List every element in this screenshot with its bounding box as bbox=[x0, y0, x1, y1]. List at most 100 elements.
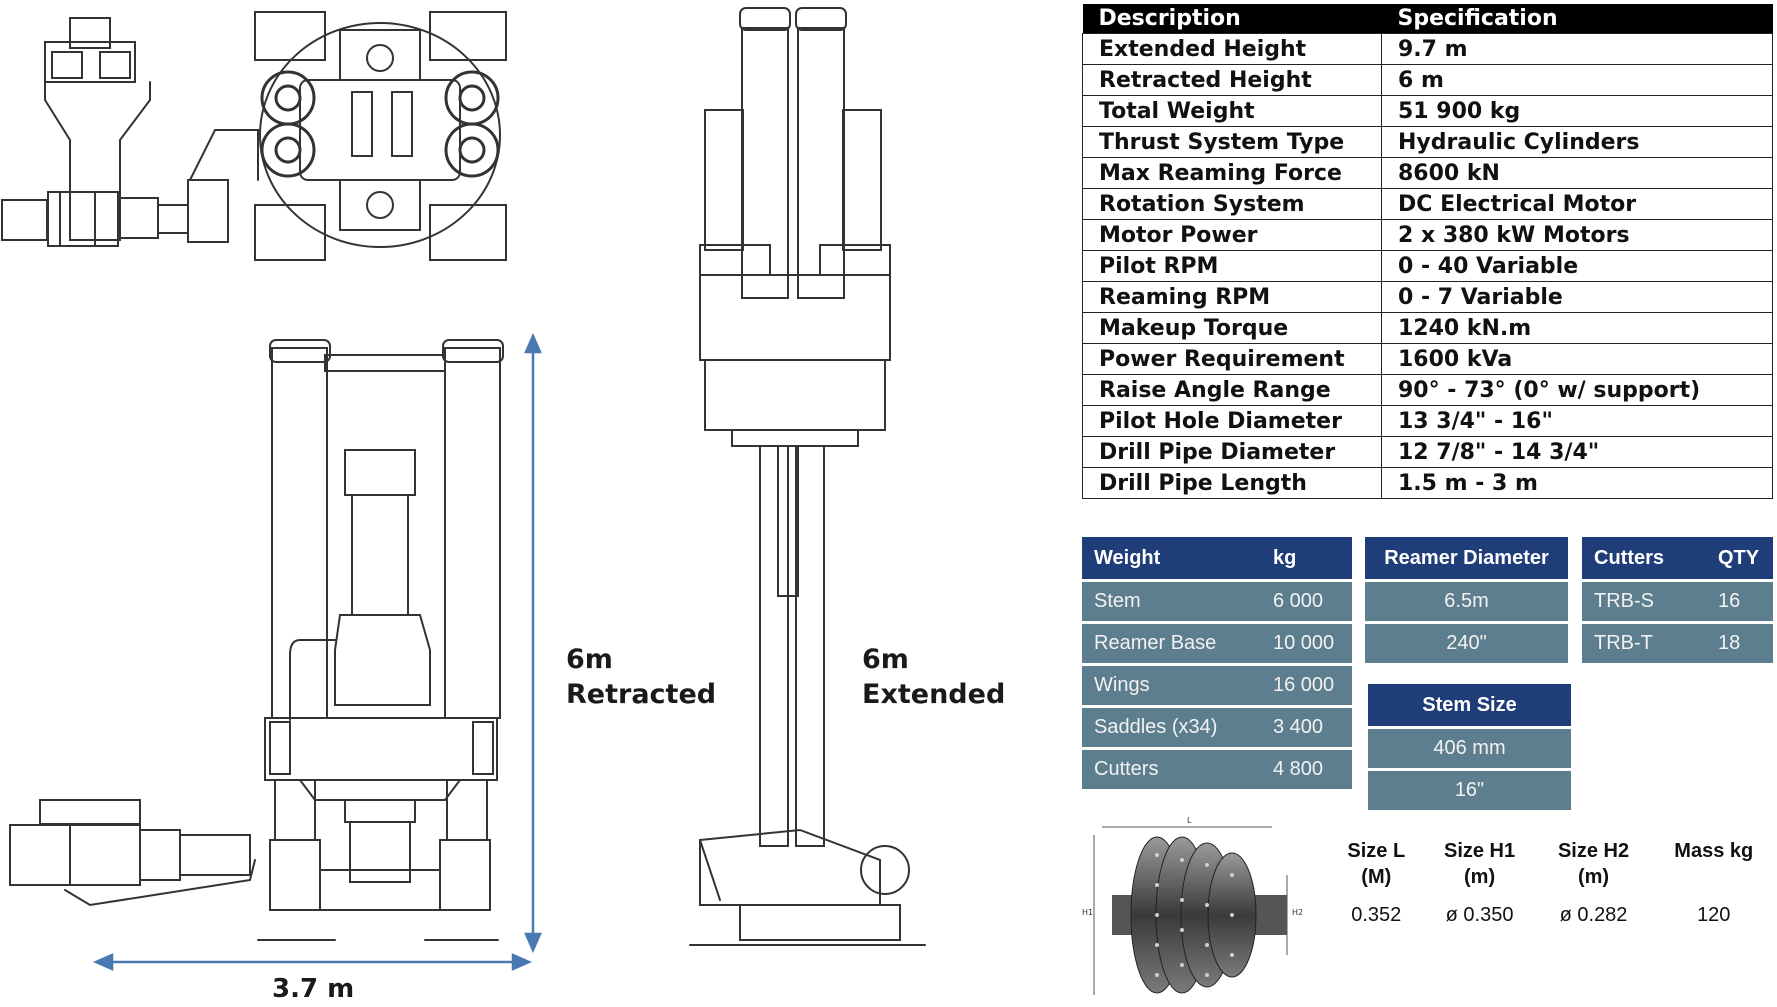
spec-specification-cell: 51 900 kg bbox=[1381, 95, 1773, 127]
stem-header: Stem Size bbox=[1368, 684, 1571, 726]
weight-component-cell: Cutters bbox=[1082, 750, 1261, 789]
h2-dimension-label: H2 bbox=[1292, 908, 1303, 917]
table-row: 16" bbox=[1368, 771, 1571, 810]
size-h2-value: ø 0.282 bbox=[1559, 903, 1628, 926]
stem-size-table: Stem Size 406 mm 16" bbox=[1368, 681, 1571, 813]
table-row: Saddles (x34)3 400 bbox=[1082, 708, 1352, 747]
retracted-front-view-drawing bbox=[9, 339, 504, 941]
weight-weight-cell: 4 800 bbox=[1261, 750, 1352, 789]
spec-header-row: Description Specification bbox=[1082, 4, 1773, 34]
retracted-height-label: 6m Retracted bbox=[566, 642, 716, 712]
side-view-head-drawing bbox=[1, 17, 259, 247]
mass-value: 120 bbox=[1697, 903, 1731, 926]
cutters-header-qty: QTY bbox=[1706, 537, 1773, 579]
spec-description-cell: Drill Pipe Length bbox=[1082, 467, 1382, 499]
spec-description-cell: Thrust System Type bbox=[1082, 126, 1382, 158]
table-row: 6.5m bbox=[1365, 582, 1568, 621]
stem-header-row: Stem Size bbox=[1368, 684, 1571, 726]
spec-description-cell: Reaming RPM bbox=[1082, 281, 1382, 313]
spec-description-cell: Max Reaming Force bbox=[1082, 157, 1382, 189]
weight-component-cell: Reamer Base bbox=[1082, 624, 1261, 663]
size-h2-header: Size H2 (m) bbox=[1537, 838, 1651, 898]
length-dimension-label: L bbox=[1187, 816, 1192, 825]
spec-specification-cell: 6 m bbox=[1381, 64, 1773, 96]
table-row: TRB-T 18 bbox=[1582, 624, 1773, 663]
size-header-row: Size L (M) Size H1 (m) Size H2 (m) Mass … bbox=[1330, 838, 1777, 898]
spec-description-cell: Drill Pipe Diameter bbox=[1082, 436, 1382, 468]
spec-description-cell: Makeup Torque bbox=[1082, 312, 1382, 344]
table-row: 406 mm bbox=[1368, 729, 1571, 768]
weight-header-row: Weight kg bbox=[1082, 537, 1352, 579]
cutter-qty: 16 bbox=[1706, 582, 1773, 621]
spec-specification-cell: 2 x 380 kW Motors bbox=[1381, 219, 1773, 251]
size-h2-header-unit: (m) bbox=[1577, 866, 1610, 888]
weight-component-cell: Saddles (x34) bbox=[1082, 708, 1261, 747]
spec-description-cell: Total Weight bbox=[1082, 95, 1382, 127]
cutter-image: L H1 H2 bbox=[1082, 816, 1303, 995]
reamer-diameter-metric: 6.5m bbox=[1365, 582, 1568, 621]
size-h1-header: Size H1 (m) bbox=[1423, 838, 1537, 898]
table-row: 240" bbox=[1365, 624, 1568, 663]
spec-specification-cell: 1.5 m - 3 m bbox=[1381, 467, 1773, 499]
width-dimension-label: 3.7 m bbox=[272, 974, 355, 1004]
spec-specification-cell: 0 - 7 Variable bbox=[1381, 281, 1773, 313]
weight-weight-cell: 6 000 bbox=[1261, 582, 1352, 621]
spec-description-cell: Retracted Height bbox=[1082, 64, 1382, 96]
spec-description-cell: Raise Angle Range bbox=[1082, 374, 1382, 406]
weight-component-cell: Wings bbox=[1082, 666, 1261, 705]
size-l-header-unit: (M) bbox=[1361, 866, 1392, 888]
cutters-header-row: Cutters QTY bbox=[1582, 537, 1773, 579]
reamer-header-row: Reamer Diameter bbox=[1365, 537, 1568, 579]
cutters-header-type: Cutters bbox=[1582, 537, 1706, 579]
spec-specification-cell: 13 3/4" - 16" bbox=[1381, 405, 1773, 437]
spec-specification-cell: 0 - 40 Variable bbox=[1381, 250, 1773, 282]
table-row: 0.352 ø 0.350 ø 0.282 120 bbox=[1330, 898, 1777, 932]
spec-specification-cell: 12 7/8" - 14 3/4" bbox=[1381, 436, 1773, 468]
reamer-diameter-table: Reamer Diameter 6.5m 240" bbox=[1365, 534, 1568, 666]
size-l-value: 0.352 bbox=[1351, 903, 1402, 926]
weight-weight-cell: 3 400 bbox=[1261, 708, 1352, 747]
mass-header-label: Mass kg bbox=[1674, 840, 1754, 862]
extended-height-caption: Extended bbox=[862, 679, 1006, 710]
spec-specification-cell: DC Electrical Motor bbox=[1381, 188, 1773, 220]
specification-table: Description Specification Extended Heigh… bbox=[1082, 4, 1773, 499]
spec-specification-cell: 9.7 m bbox=[1381, 33, 1773, 65]
mass-header: Mass kg bbox=[1651, 838, 1777, 898]
spec-specification-cell: 1600 kVa bbox=[1381, 343, 1773, 375]
size-l-header-label: Size L bbox=[1347, 840, 1406, 862]
extended-side-view-drawing bbox=[689, 7, 926, 946]
retracted-height-caption: Retracted bbox=[566, 679, 717, 710]
spec-description-cell: Power Requirement bbox=[1082, 343, 1382, 375]
spec-description-cell: Extended Height bbox=[1082, 33, 1382, 65]
spec-description-cell: Pilot RPM bbox=[1082, 250, 1382, 282]
reamer-header: Reamer Diameter bbox=[1365, 537, 1568, 579]
size-h1-header-unit: (m) bbox=[1464, 866, 1496, 888]
stem-size-metric: 406 mm bbox=[1368, 729, 1571, 768]
plan-view-head-drawing bbox=[254, 11, 507, 261]
table-row: TRB-S 16 bbox=[1582, 582, 1773, 621]
retracted-height-value: 6m bbox=[566, 644, 613, 675]
cutters-table: Cutters QTY TRB-S 16 TRB-T 18 bbox=[1582, 534, 1773, 666]
extended-height-value: 6m bbox=[862, 644, 909, 675]
size-h2-header-label: Size H2 bbox=[1557, 840, 1630, 862]
size-l-header: Size L (M) bbox=[1330, 838, 1423, 898]
